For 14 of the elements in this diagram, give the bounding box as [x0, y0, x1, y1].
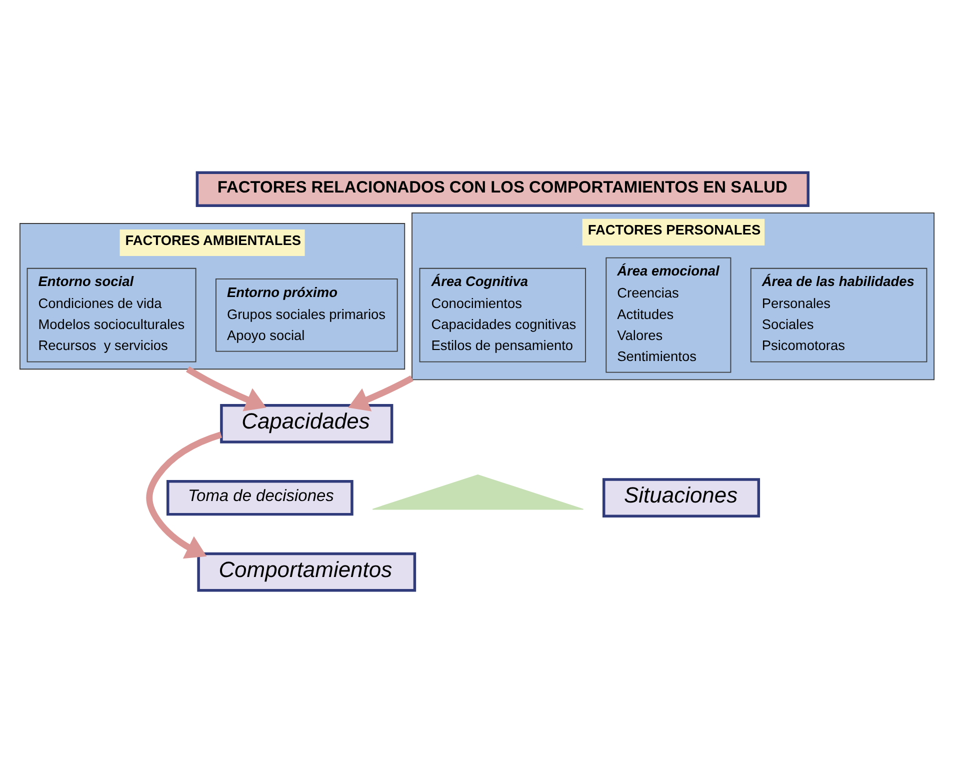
node-box: Situaciones	[602, 478, 760, 518]
node-triangle	[372, 474, 584, 510]
arrow	[146, 432, 222, 559]
node-box: Capacidades	[220, 404, 394, 444]
node-box: Área Cognitiva Conocimientos Capacidades cognitivas Estilos de pensamiento	[419, 268, 586, 362]
node-box: Entorno social Condiciones de vida Modelos socioculturales Recursos y servicios	[26, 268, 196, 362]
arrow	[186, 366, 266, 412]
node-box: Entorno próximo Grupos sociales primarios Apoyo social	[216, 278, 398, 352]
node-box: Área de las habilidades Personales Sociales Psicomotoras	[750, 268, 928, 362]
node-box: Comportamientos	[197, 552, 416, 592]
arrow	[348, 375, 414, 412]
node-box: FACTORES RELACIONADOS CON LOS COMPORTAMIENTOS EN SALUD	[196, 171, 810, 208]
node-box: Toma de decisiones	[166, 480, 354, 516]
node-box: Área emocional Creencias Actitudes Valores Sentimientos	[606, 257, 732, 373]
